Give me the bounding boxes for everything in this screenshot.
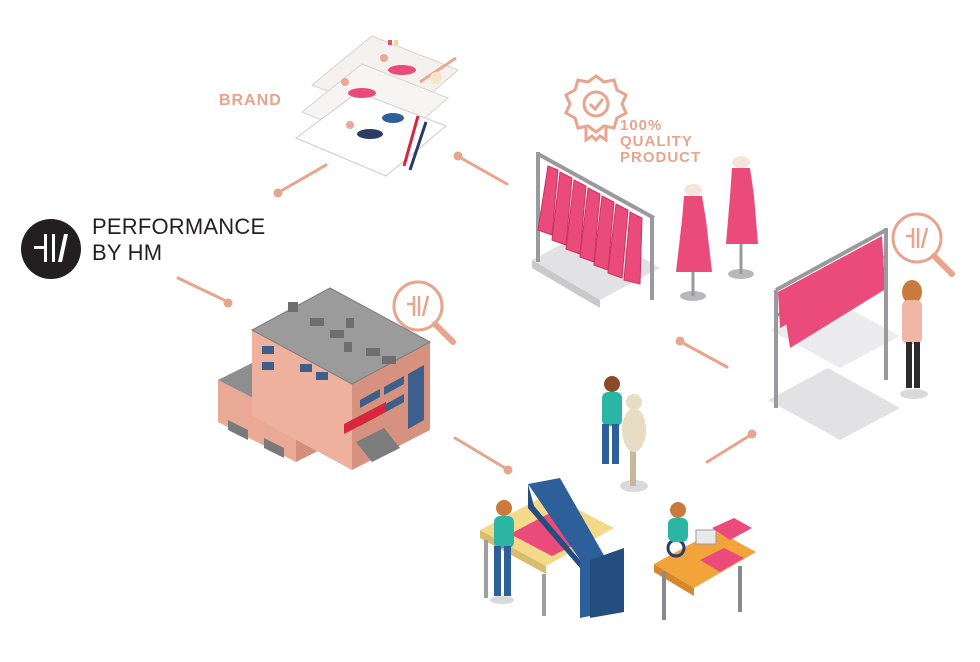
search-logo-icon	[891, 212, 955, 277]
quality-line-1: 100%	[620, 117, 663, 134]
factory-building	[218, 287, 432, 470]
logo-line-1: PERFORMANCE	[92, 214, 266, 239]
search-logo-icon	[392, 280, 456, 345]
connector-sewing-store	[705, 429, 757, 464]
logo-wordmark: PERFORMANCE BY HM	[92, 214, 265, 266]
connector-logo-factory	[176, 276, 233, 308]
dress-rack	[532, 152, 660, 308]
seamstress-figure	[668, 502, 688, 542]
quality-badge-icon	[564, 74, 628, 143]
connector-brand-racks	[453, 151, 509, 186]
logo-line-2: BY HM	[92, 240, 163, 265]
shopper-figure	[900, 280, 928, 399]
flow-connectors	[176, 151, 757, 475]
brand-label: BRAND	[219, 92, 282, 109]
brand-sketches-icon	[294, 35, 459, 177]
connector-logo-brand	[273, 163, 328, 198]
connector-factory-sewing	[453, 436, 513, 475]
fitting-station	[602, 376, 648, 492]
sewing-station	[654, 502, 756, 620]
cutting-station	[480, 478, 624, 618]
quality-badge-text: 100% QUALITY PRODUCT	[620, 118, 701, 166]
store-rack	[768, 228, 928, 440]
cutter-figure	[490, 500, 514, 604]
performance-logo-icon	[21, 219, 81, 279]
connector-racks-store	[675, 336, 729, 369]
dress-mannequins	[676, 156, 758, 301]
quality-line-2: QUALITY	[620, 133, 693, 150]
tailor-figure	[602, 376, 622, 464]
quality-line-3: PRODUCT	[620, 149, 702, 166]
